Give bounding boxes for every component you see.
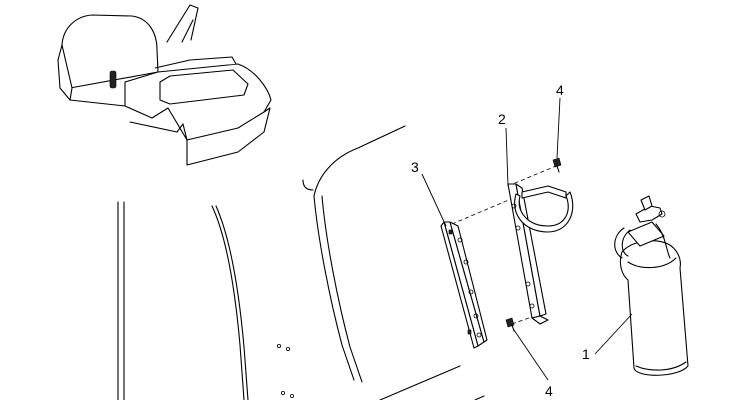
cab-wall	[117, 125, 485, 400]
callout-extinguisher-bracket: 2	[498, 111, 506, 127]
callout-upper-bolt: 4	[556, 82, 564, 98]
callout-fire-extinguisher: 1	[582, 346, 590, 362]
callout-lower-bolt: 4	[545, 383, 553, 399]
upper-bolt	[552, 157, 562, 173]
leader-lines	[421, 97, 633, 381]
mounting-plate	[440, 221, 488, 349]
operator-seat	[57, 4, 272, 166]
extinguisher-bracket	[507, 183, 574, 325]
fire-extinguisher	[614, 195, 689, 376]
callout-mounting-plate: 3	[411, 159, 419, 175]
lower-bolt	[505, 317, 515, 332]
seat-handle	[109, 70, 117, 89]
